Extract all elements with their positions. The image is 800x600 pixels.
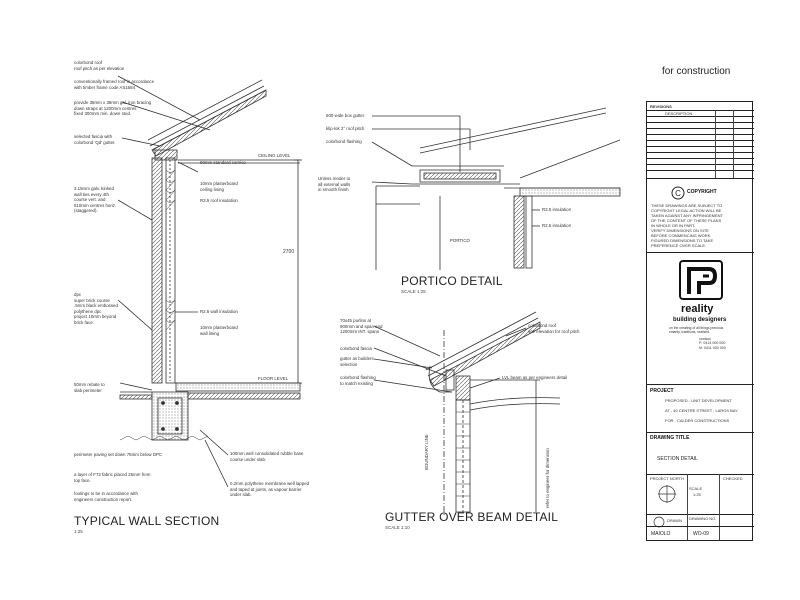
north-arrow-icon bbox=[658, 485, 676, 503]
tb-drawn-by: MAIOLO bbox=[651, 531, 671, 537]
portico-title: PORTICO DETAIL bbox=[401, 274, 503, 288]
gutter-title: GUTTER OVER BEAM DETAIL bbox=[385, 510, 559, 524]
gutter-label-beam: LVL beam as per engineers detail bbox=[502, 375, 568, 380]
for-construction-note: for construction bbox=[662, 66, 731, 77]
wall-label-wall-insulation: R2.5 wall insulation bbox=[200, 309, 238, 314]
tb-copyright-label: COPYRIGHT bbox=[687, 189, 717, 195]
tb-drawing-title-label: DRAWING TITLE bbox=[650, 435, 690, 441]
tb-project-line-2: AT - 40 CENTRE STREET , LARGS BAY bbox=[665, 408, 738, 413]
portico-label-r25: R2.5 insulation bbox=[542, 223, 572, 228]
portico-label-box-gutter: 600 wide box gutter bbox=[326, 113, 365, 118]
wall-section-title: TYPICAL WALL SECTION bbox=[74, 514, 220, 528]
gutter-label-engineer: refer to engineer for dimension bbox=[545, 448, 550, 508]
wall-label-cornice: 90mm standard cornice bbox=[200, 160, 246, 165]
tb-contact: contact P: 0414 000 000 M: 0411 000 000 bbox=[699, 337, 726, 350]
tb-description-label: DESCRIPTION bbox=[665, 111, 693, 116]
wall-label-fall: a layer of F72 fabric placed 25mm from t… bbox=[74, 472, 151, 483]
tb-checked-label: CHECKED bbox=[723, 476, 743, 481]
gutter-label-gutter: gutter as builders selection bbox=[340, 356, 374, 367]
wall-label-dpc: dpc super brick course .5mm black emboss… bbox=[74, 292, 118, 325]
wall-label-dimension: 2700 bbox=[283, 249, 295, 255]
wall-label-roof-insulation: R3.5 roof insulation bbox=[200, 198, 238, 203]
gutter-label-boundary: BOUNDARY LINE bbox=[424, 434, 429, 470]
wall-label-membrane: 0.2mm polythene membrane well lapped and… bbox=[230, 481, 310, 498]
portico-label-flashing: colorbond flashing bbox=[326, 139, 362, 144]
wall-label-footings: footings to be in accordance with engine… bbox=[74, 491, 138, 502]
wall-label-wall-lining: 10mm plasterboard wall lining bbox=[200, 325, 238, 336]
gutter-label-roof-sheet: colorbond roof see elevation for roof pi… bbox=[528, 323, 580, 334]
wall-label-ties: 3.15mm galv. kinked wall ties every 4th … bbox=[74, 186, 117, 214]
tb-company-tag: on the creating of all things precious s… bbox=[669, 326, 724, 334]
gutter-label-fascia: colorbond fascia bbox=[340, 346, 372, 351]
portico-label-render: Unless render to all external walls in s… bbox=[318, 176, 351, 193]
reality-logo-icon bbox=[679, 260, 723, 300]
tb-company-sub: building designers bbox=[673, 317, 727, 323]
tb-project-line-1: PROPOSED - UNIT DEVELOPMENT bbox=[665, 398, 732, 403]
wall-label-ceiling-level: CEILING LEVEL bbox=[258, 153, 291, 158]
wall-label-fascia: selected fascia with colorbond 'Qd' gutt… bbox=[74, 134, 116, 145]
tb-drawing-title: SECTION DETAIL bbox=[657, 456, 698, 462]
wall-label-roof: colorbond roof roof pitch as per elevati… bbox=[74, 60, 125, 71]
gutter-label-flashing: colorbond flashing to match existing bbox=[340, 375, 376, 386]
tb-project-line-3: FOR - CALDER CONSTRUCTIONS bbox=[665, 418, 730, 423]
svg-text:C: C bbox=[675, 189, 681, 198]
tb-drawing-no-label: DRAWING NO. bbox=[689, 516, 717, 521]
portico-label-klip-deck: klip-lok 2° roof pitch bbox=[326, 126, 365, 131]
tb-company-name: reality bbox=[681, 303, 714, 315]
wall-label-framing: conventionally framed roof in accordance… bbox=[74, 79, 155, 90]
wall-label-floor-level: FLOOR LEVEL bbox=[258, 376, 289, 381]
portico-label-r35: R3.5 insulation bbox=[542, 207, 572, 212]
gutter-scale: SCALE 1:10 bbox=[385, 525, 410, 530]
wall-label-rubble: 100mm well consolidated rubble base cour… bbox=[230, 451, 304, 462]
portico-scale: SCALE 1:25 bbox=[401, 289, 426, 294]
portico-label-portico: PORTICO bbox=[450, 238, 470, 243]
wall-label-rebate: 50mm rebate to slab perimeter bbox=[74, 382, 105, 393]
title-block: REVISIONS DESCRIPTION C COPYRIGHT THESE … bbox=[646, 101, 754, 541]
tb-project-label: PROJECT bbox=[650, 388, 674, 394]
tb-scale-value: 1:25 bbox=[693, 492, 701, 497]
drawn-seal-icon bbox=[653, 516, 665, 528]
wall-label-ceiling-lining: 10mm plasterboard ceiling lining bbox=[200, 181, 238, 192]
gutter-label-purlins: 70x45 purlins at 900mm and span and 1200… bbox=[340, 318, 383, 335]
wall-section-scale: 1:25 bbox=[74, 529, 83, 534]
tb-project-north-label: PROJECT NORTH bbox=[650, 476, 684, 481]
tb-copyright-text: THESE DRAWINGS ARE SUBJECT TO COPYRIGHT … bbox=[651, 203, 724, 248]
tb-scale-label: SCALE bbox=[689, 486, 703, 491]
copyright-icon: C bbox=[671, 186, 685, 200]
tb-revisions-label: REVISIONS bbox=[650, 104, 672, 109]
wall-label-paving: perimeter paving set down 75mm below DPC bbox=[74, 452, 163, 457]
wall-label-eaves: provide 38mm x 38mm gal. iron bracing do… bbox=[74, 100, 152, 117]
tb-drawn-label: DRAWN bbox=[667, 518, 682, 523]
tb-drawing-no: WO-09 bbox=[693, 531, 709, 537]
